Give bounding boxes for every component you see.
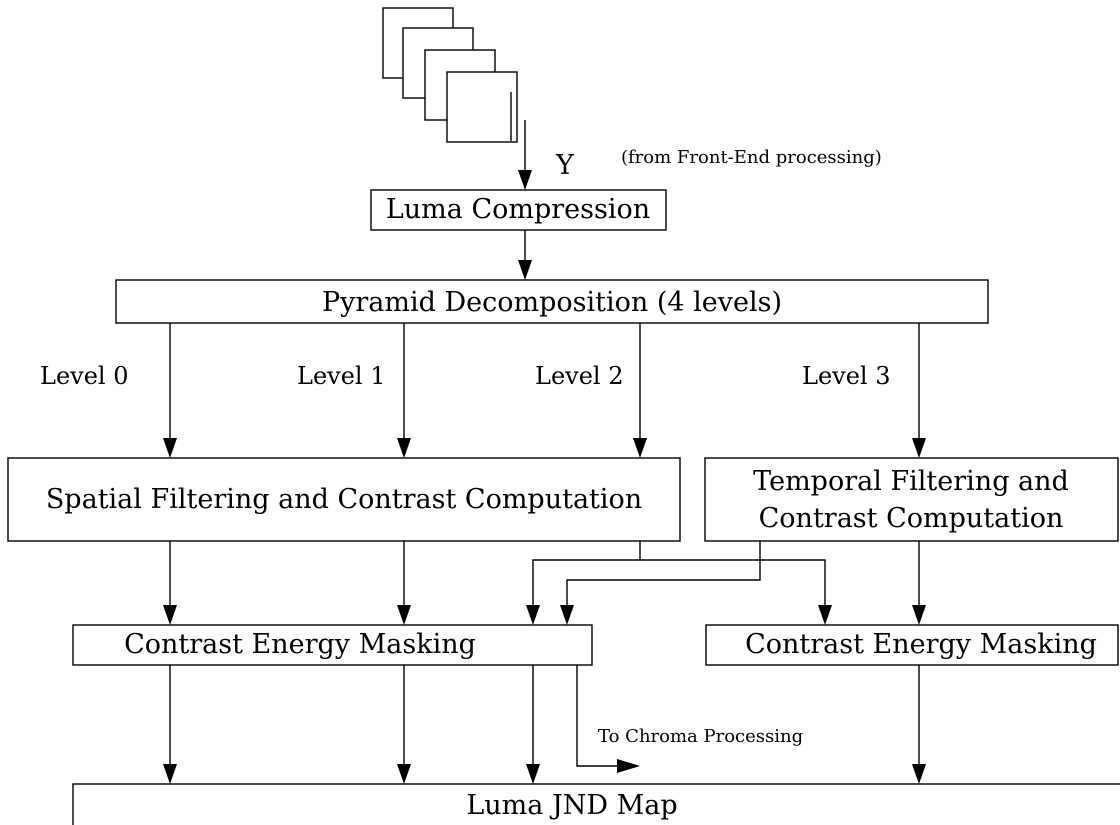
level-3-label: Level 3 xyxy=(802,362,890,390)
masking-to-jnd-3-arrowhead xyxy=(912,764,926,784)
signal-label: Y xyxy=(555,150,575,181)
jnd-map-box xyxy=(72,783,1120,825)
temporal-to-left-masking-arrowhead xyxy=(560,605,574,625)
level-2-to-right-masking-arrowhead xyxy=(818,605,832,625)
temporal-to-left-masking-line xyxy=(566,541,761,607)
level-0-label: Level 0 xyxy=(40,362,128,390)
level-1-arrowhead xyxy=(397,438,411,458)
input-arrowhead xyxy=(518,170,532,190)
level-3-arrowhead xyxy=(912,438,926,458)
luma-compression-label: Luma Compression xyxy=(386,194,650,225)
level-1-label: Level 1 xyxy=(297,362,385,390)
masking-to-jnd-2-arrowhead xyxy=(526,764,540,784)
level-0-arrowhead xyxy=(163,438,177,458)
jnd-map-label: Luma JND Map xyxy=(466,790,677,821)
source-note: (from Front-End processing) xyxy=(621,147,882,168)
masking-left-label: Contrast Energy Masking xyxy=(124,629,476,660)
compression-to-pyramid-arrowhead xyxy=(518,260,532,280)
level-2-label: Level 2 xyxy=(535,362,623,390)
frame-4 xyxy=(446,71,518,143)
chroma-output-arrowhead xyxy=(617,759,640,773)
spatial-filtering-label: Spatial Filtering and Contrast Computati… xyxy=(46,484,642,515)
spatial-filtering-box xyxy=(7,457,681,542)
level-2-to-left-masking-line xyxy=(532,541,641,607)
masking-left-box xyxy=(72,624,593,666)
masking-to-jnd-1-arrowhead xyxy=(397,764,411,784)
pyramid-box xyxy=(115,279,989,324)
temporal-filtering-label-2: Contrast Computation xyxy=(759,503,1064,534)
level-2-arrowhead xyxy=(633,438,647,458)
masking-to-jnd-0-arrowhead xyxy=(163,764,177,784)
temporal-filtering-label-1: Temporal Filtering and xyxy=(753,466,1069,497)
luma-compression-box xyxy=(370,189,667,231)
spatial-to-masking-1-arrowhead xyxy=(397,605,411,625)
masking-right-label: Contrast Energy Masking xyxy=(745,629,1097,660)
chroma-output-label: To Chroma Processing xyxy=(598,726,803,747)
level-2-to-right-masking-line xyxy=(640,559,826,607)
frame-stack-icon xyxy=(382,7,518,143)
masking-right-box xyxy=(705,624,1119,666)
chroma-output-line xyxy=(576,665,620,767)
pyramid-label: Pyramid Decomposition (4 levels) xyxy=(322,287,782,318)
level-2-to-left-masking-arrowhead xyxy=(526,605,540,625)
temporal-filtering-box xyxy=(704,457,1119,542)
temporal-to-right-masking-arrowhead xyxy=(912,605,926,625)
spatial-to-masking-0-arrowhead xyxy=(163,605,177,625)
